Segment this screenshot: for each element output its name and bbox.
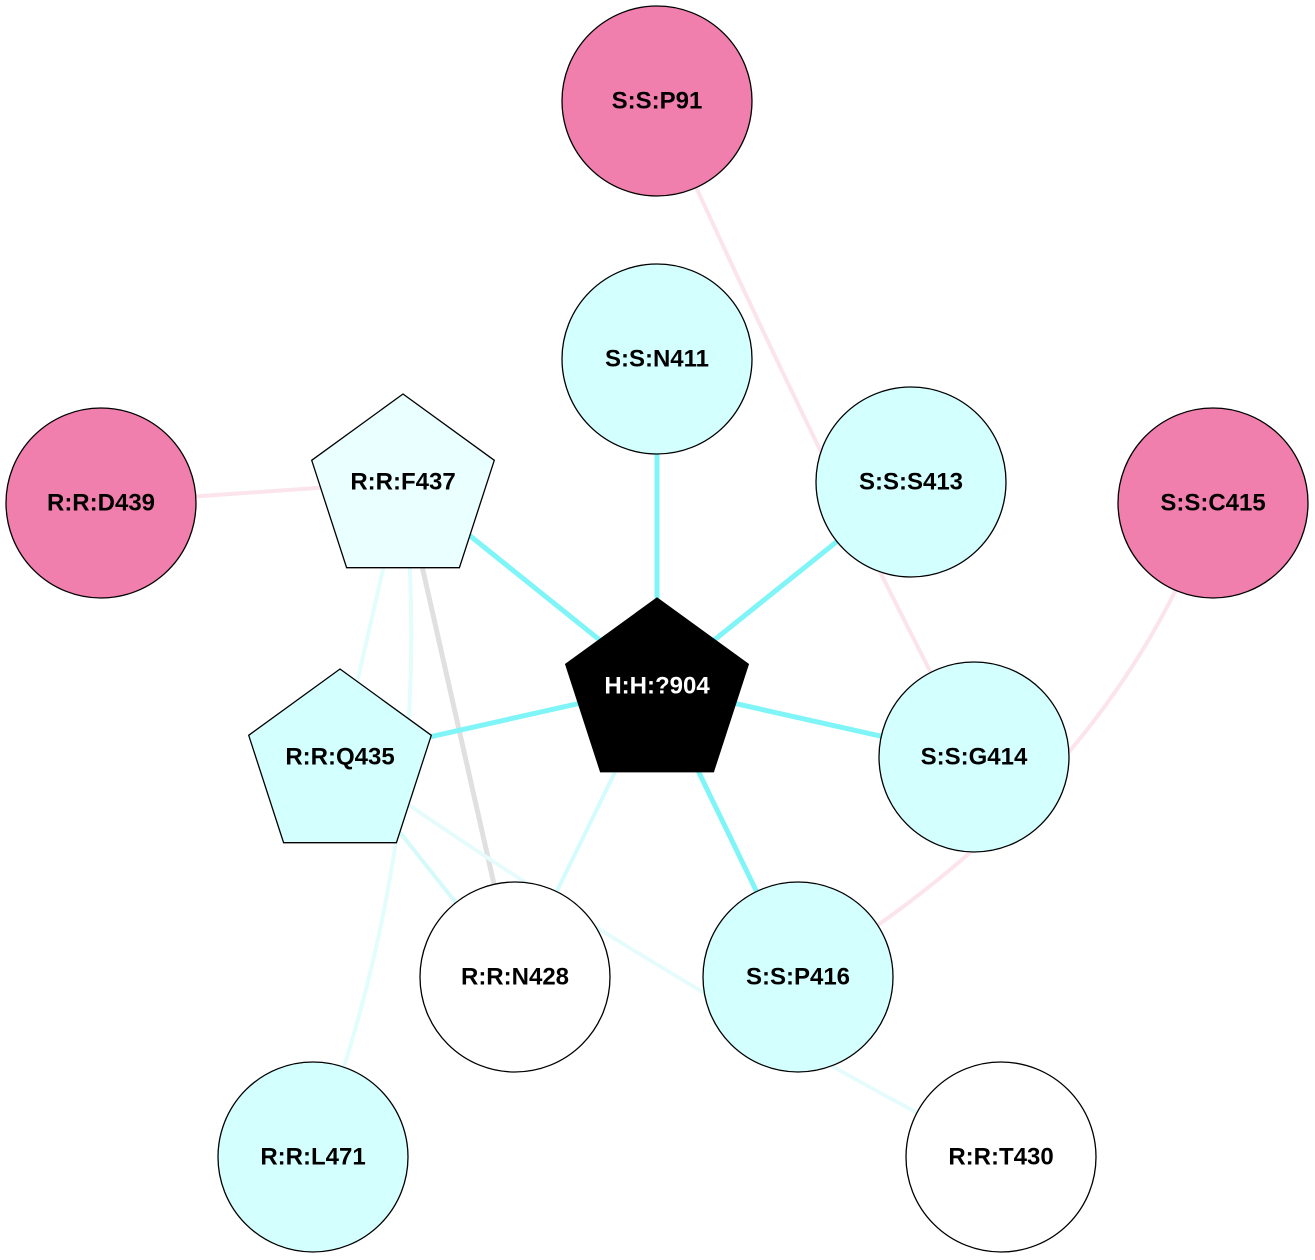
node-circle	[5, 407, 197, 599]
node-label: S:S:C415	[1160, 490, 1265, 517]
node-circle	[702, 881, 894, 1073]
node-s-s-c415[interactable]: S:S:C415	[1117, 407, 1309, 599]
node-layer: S:S:P91S:S:N411S:S:S413S:S:C415R:R:D439R…	[5, 5, 1309, 1253]
node-circle	[1117, 407, 1309, 599]
node-s-s-p416[interactable]: S:S:P416	[702, 881, 894, 1073]
node-r-r-l471[interactable]: R:R:L471	[217, 1061, 409, 1253]
edge-s-s-p91-to-s-s-g414	[655, 99, 976, 759]
node-circle	[419, 881, 611, 1073]
node-label: H:H:?904	[604, 673, 710, 700]
node-pentagon	[310, 393, 496, 569]
node-circle	[217, 1061, 409, 1253]
node-r-r-f437[interactable]: R:R:F437	[310, 393, 496, 569]
node-label: R:R:Q435	[285, 744, 394, 771]
node-label: R:R:T430	[948, 1144, 1053, 1171]
node-r-r-n428[interactable]: R:R:N428	[419, 881, 611, 1073]
node-circle	[905, 1061, 1097, 1253]
node-h-h-904[interactable]: H:H:?904	[564, 597, 750, 773]
node-pentagon	[564, 597, 750, 773]
node-label: R:R:F437	[350, 469, 455, 496]
edge-r-r-q435-to-r-r-t430	[338, 755, 1003, 1159]
node-label: R:R:N428	[461, 964, 569, 991]
node-s-s-n411[interactable]: S:S:N411	[561, 263, 753, 455]
node-s-s-g414[interactable]: S:S:G414	[878, 661, 1070, 853]
node-circle	[561, 5, 753, 197]
node-pentagon	[247, 668, 433, 844]
node-label: S:S:P91	[612, 88, 703, 115]
node-label: S:S:P416	[746, 964, 850, 991]
node-s-s-s413[interactable]: S:S:S413	[815, 386, 1007, 578]
node-circle	[561, 263, 753, 455]
node-label: S:S:S413	[859, 469, 963, 496]
node-label: R:R:D439	[47, 490, 155, 517]
node-s-s-p91[interactable]: S:S:P91	[561, 5, 753, 197]
node-r-r-d439[interactable]: R:R:D439	[5, 407, 197, 599]
node-label: S:S:N411	[605, 346, 709, 373]
node-label: R:R:L471	[260, 1144, 365, 1171]
node-circle	[815, 386, 1007, 578]
node-r-r-t430[interactable]: R:R:T430	[905, 1061, 1097, 1253]
node-circle	[878, 661, 1070, 853]
node-r-r-q435[interactable]: R:R:Q435	[247, 668, 433, 844]
node-label: S:S:G414	[921, 744, 1028, 771]
